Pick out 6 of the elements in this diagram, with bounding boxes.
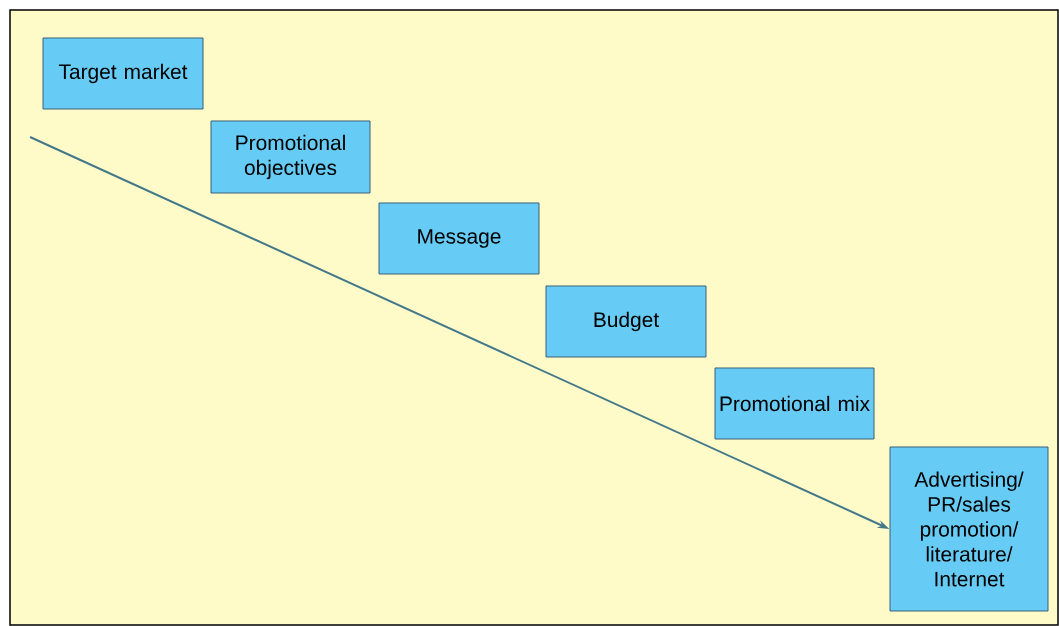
step-box: Target market (42, 37, 204, 110)
step-box: Budget (545, 285, 707, 358)
step-box: Promotional mix (714, 367, 875, 440)
step-box: Advertising/ PR/sales promotion/ literature/ Internet (889, 446, 1049, 612)
step-box: Message (378, 202, 540, 275)
step-box: Promotional objectives (210, 120, 371, 194)
